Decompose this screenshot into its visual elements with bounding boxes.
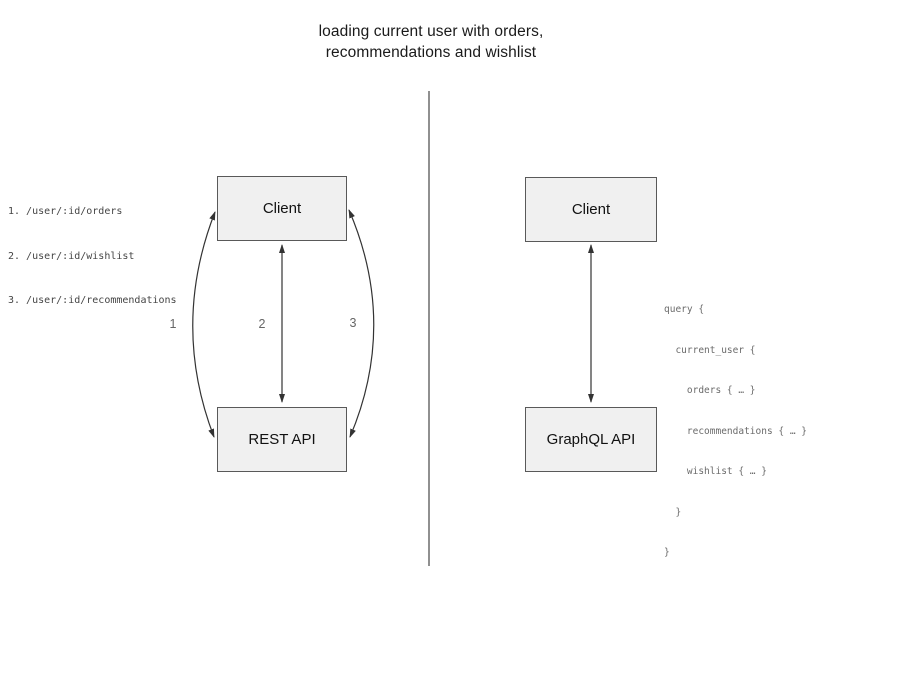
diagram-title-line1: loading current user with orders, xyxy=(318,23,544,40)
rest-arrow-1 xyxy=(192,211,216,438)
query-line: query { xyxy=(664,304,705,315)
graphql-client-node: Client xyxy=(525,177,657,242)
rest-client-label: Client xyxy=(262,200,302,217)
graphql-client-label: Client xyxy=(571,201,611,218)
query-line: } xyxy=(664,547,670,558)
rest-endpoint-orders: 1. /user/:id/orders xyxy=(8,206,123,218)
query-line: } xyxy=(664,506,682,518)
rest-arrow-label-3: 3 xyxy=(349,316,357,330)
query-line: wishlist { … } xyxy=(664,466,767,477)
diagram-title: loading current user with orders, recomm… xyxy=(0,21,862,63)
query-line: recommendations { … } xyxy=(664,425,807,437)
graphql-api-node: GraphQL API xyxy=(525,407,657,472)
rest-api-label: REST API xyxy=(248,431,316,448)
rest-endpoint-recommendations: 3. /user/:id/recommendations xyxy=(8,294,177,306)
graphql-query-snippet: query { current_user { orders { … } reco… xyxy=(664,276,807,587)
rest-endpoints-list: 1. /user/:id/orders 2. /user/:id/wishlis… xyxy=(8,176,177,338)
rest-arrow-label-1: 1 xyxy=(169,317,177,331)
rest-api-node: REST API xyxy=(217,407,347,472)
rest-client-node: Client xyxy=(217,176,347,241)
diagram-title-line2: recommendations and wishlist xyxy=(325,44,537,61)
query-line: current_user { xyxy=(664,344,756,356)
graphql-api-label: GraphQL API xyxy=(546,431,636,448)
query-line: orders { … } xyxy=(664,385,756,396)
rest-endpoint-wishlist: 2. /user/:id/wishlist xyxy=(8,250,135,262)
rest-arrow-label-2: 2 xyxy=(258,317,266,331)
